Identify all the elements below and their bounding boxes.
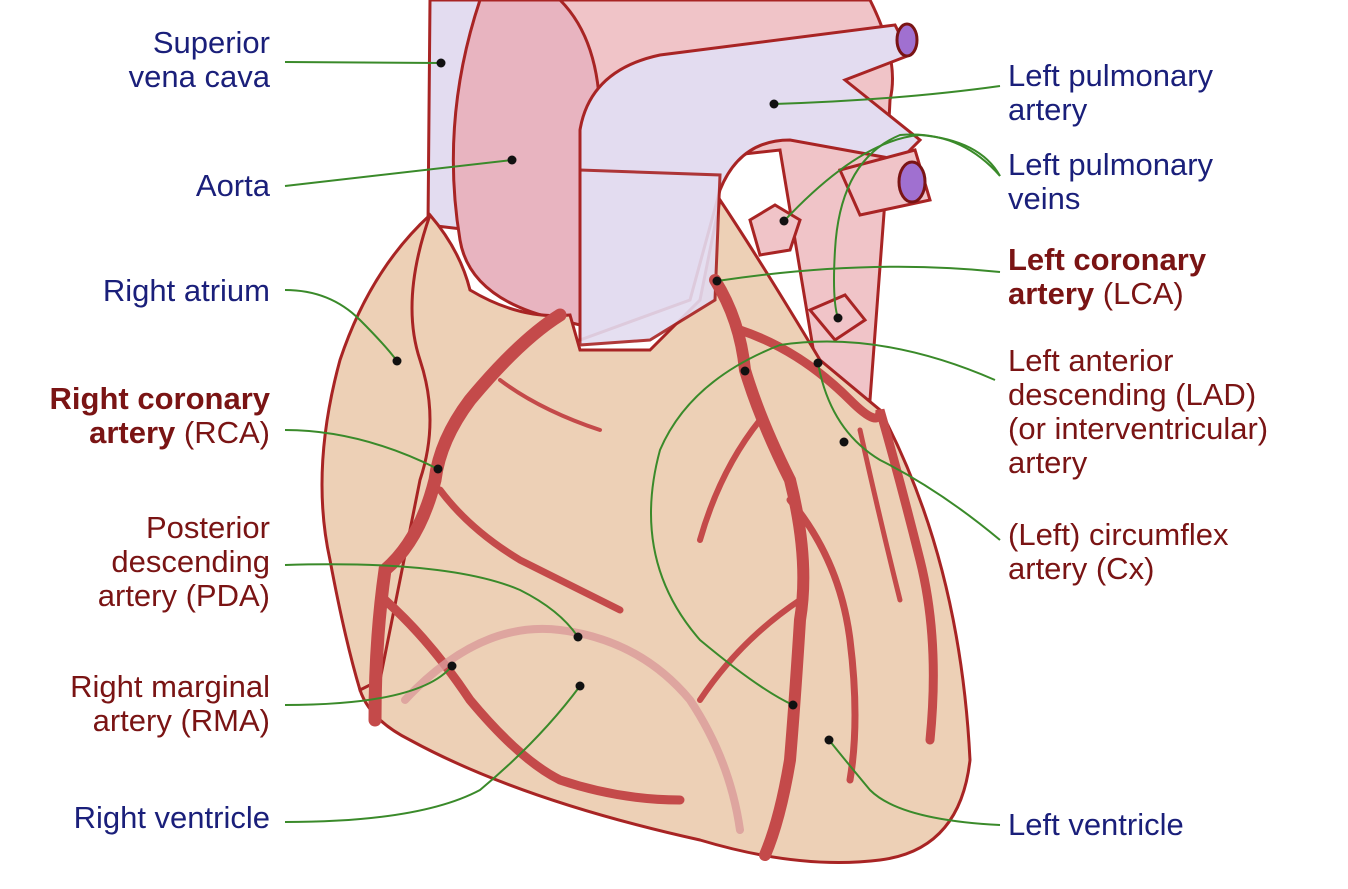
label-superior-vena-cava-line1: Superior xyxy=(152,25,270,60)
label-left-pulmonary-artery: Left pulmonary artery xyxy=(1008,59,1213,127)
label-rma-line2: artery (RMA) xyxy=(92,703,270,738)
aorta xyxy=(451,0,602,332)
dot-aorta xyxy=(507,155,517,165)
dot-left-ventricle xyxy=(824,735,834,745)
leader-rca xyxy=(284,429,439,470)
dot-left-pulmonary-vein-1 xyxy=(779,216,789,226)
dot-pda xyxy=(573,632,583,642)
label-superior-vena-cava: Superior vena cava xyxy=(129,26,270,94)
label-lad: Left anterior descending (LAD) (or inter… xyxy=(1008,344,1268,480)
label-rca-bold1: Right coronary xyxy=(49,381,270,416)
dot-right-ventricle xyxy=(575,681,585,691)
leader-circumflex xyxy=(817,362,1001,541)
label-rma-line1: Right marginal xyxy=(70,669,270,704)
pda-vessel xyxy=(401,624,744,834)
leader-aorta xyxy=(284,159,513,187)
label-lca-bold2: artery xyxy=(1008,276,1095,311)
label-right-atrium: Right atrium xyxy=(102,273,270,308)
label-left-pulmonary-veins-line1: Left pulmonary xyxy=(1008,147,1214,182)
dot-left-pulmonary-vein-2 xyxy=(833,313,843,323)
dot-circumflex-1 xyxy=(813,358,823,368)
aortic-root xyxy=(578,168,722,347)
lad-branch-3 xyxy=(786,496,859,784)
label-lad-line4: artery xyxy=(1008,445,1088,480)
lad-branch-2 xyxy=(697,597,803,703)
leader-pda xyxy=(284,563,579,638)
label-rca-bold2: artery xyxy=(89,415,176,450)
label-pda: Posterior descending artery (PDA) xyxy=(98,511,270,613)
dot-rma xyxy=(447,661,457,671)
circumflex-branch xyxy=(857,427,903,603)
label-lad-line3: (or interventricular) xyxy=(1008,411,1269,446)
label-superior-vena-cava-line2: vena cava xyxy=(128,59,270,94)
dot-rca xyxy=(433,464,443,474)
leader-lad xyxy=(650,340,996,706)
rca-branch-upper xyxy=(498,378,602,432)
label-left-pulmonary-artery-line1: Left pulmonary xyxy=(1008,58,1214,93)
label-left-pulmonary-artery-line2: artery xyxy=(1008,92,1088,127)
label-right-ventricle: Right ventricle xyxy=(73,800,270,835)
dot-lad-1 xyxy=(740,366,750,376)
label-pda-line1: Posterior xyxy=(145,510,270,545)
pulmonary-vein-lumen xyxy=(897,160,927,204)
dot-circumflex-2 xyxy=(839,437,849,447)
leader-superior-vena-cava xyxy=(284,61,442,64)
label-lca: Left coronary artery (LCA) xyxy=(1008,243,1206,311)
label-left-pulmonary-veins-line2: veins xyxy=(1008,181,1081,216)
pulmonary-artery-lumen xyxy=(895,22,919,58)
label-lca-rest: (LCA) xyxy=(1094,276,1184,311)
label-lad-line2: descending (LAD) xyxy=(1008,377,1257,412)
rca-vessel xyxy=(368,308,567,727)
label-aorta: Aorta xyxy=(195,168,270,203)
label-rma: Right marginal artery (RMA) xyxy=(70,670,270,738)
label-rca: Right coronary artery (RCA) xyxy=(50,382,270,450)
rca-branch xyxy=(436,486,624,614)
dot-left-pulmonary-artery xyxy=(769,99,779,109)
label-left-ventricle: Left ventricle xyxy=(1008,807,1184,842)
dot-lca xyxy=(712,276,722,286)
right-atrium xyxy=(320,213,432,693)
leader-left-ventricle xyxy=(828,739,1001,826)
leader-right-atrium xyxy=(284,289,398,362)
dot-lad-2 xyxy=(788,700,798,710)
label-lad-line1: Left anterior xyxy=(1008,343,1174,378)
dot-superior-vena-cava xyxy=(436,58,446,68)
leader-rma xyxy=(284,665,453,706)
leader-left-pulmonary-veins-1 xyxy=(783,133,1001,222)
label-lca-bold1: Left coronary xyxy=(1008,242,1207,277)
label-pda-line2: descending xyxy=(111,544,270,579)
circumflex-vessel xyxy=(735,325,938,745)
leader-right-ventricle xyxy=(284,685,581,823)
label-circumflex-line1: (Left) circumflex xyxy=(1008,517,1229,552)
label-pda-line3: artery (PDA) xyxy=(97,578,270,613)
label-circumflex-line2: artery (Cx) xyxy=(1008,551,1155,586)
rma-vessel xyxy=(380,595,685,805)
label-rca-rest: (RCA) xyxy=(175,415,270,450)
leader-lca xyxy=(716,265,1001,282)
label-circumflex: (Left) circumflex artery (Cx) xyxy=(1008,518,1228,586)
lad-branch-1 xyxy=(697,417,763,543)
leader-left-pulmonary-veins-2 xyxy=(833,133,1001,319)
dot-right-atrium xyxy=(392,356,402,366)
label-left-pulmonary-veins: Left pulmonary veins xyxy=(1008,148,1213,216)
leader-left-pulmonary-artery xyxy=(773,85,1001,105)
